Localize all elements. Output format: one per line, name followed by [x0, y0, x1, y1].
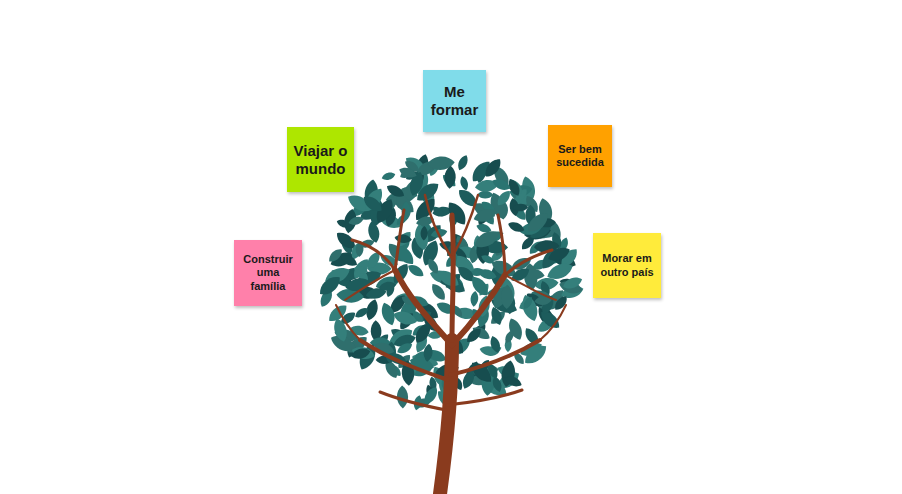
leaf: [395, 341, 414, 356]
leaf: [519, 293, 541, 324]
leaf: [350, 347, 372, 361]
leaf: [394, 233, 412, 244]
leaf: [423, 343, 434, 362]
leaf: [339, 252, 360, 269]
leaf: [477, 191, 493, 199]
leaf: [326, 246, 344, 264]
note-text: Me formar: [428, 83, 481, 119]
leaf: [468, 273, 492, 299]
leaf: [459, 175, 470, 191]
leaf: [456, 154, 470, 172]
leaf: [503, 329, 516, 345]
leaf: [444, 166, 456, 190]
leaf: [472, 227, 502, 252]
leaf: [524, 209, 552, 236]
leaf: [381, 171, 397, 182]
leaf: [472, 206, 498, 225]
leaf: [489, 305, 505, 326]
leaf: [488, 335, 502, 355]
leaf: [431, 204, 446, 218]
leaf: [552, 294, 570, 313]
leaf: [398, 165, 418, 180]
leaf: [353, 305, 370, 320]
leaf: [491, 176, 513, 192]
leaf: [435, 267, 462, 290]
leaf: [521, 295, 534, 311]
sticky-note: Me formar: [423, 70, 486, 132]
leaf: [537, 308, 563, 332]
leaf: [494, 188, 513, 208]
leaf: [360, 193, 384, 215]
note-text: Ser bem sucedida: [553, 143, 607, 169]
tree-branches: [336, 195, 566, 494]
sticky-note: Ser bem sucedida: [548, 125, 612, 187]
leaf: [545, 260, 576, 283]
leaf: [353, 265, 369, 275]
leaf: [513, 203, 529, 211]
leaf: [331, 317, 349, 343]
leaf: [406, 262, 426, 279]
leaf: [378, 280, 397, 292]
leaf: [507, 220, 526, 234]
leaf: [561, 275, 583, 291]
leaf: [521, 341, 550, 368]
note-text: Viajar o mundo: [292, 142, 349, 178]
leaf: [482, 156, 504, 180]
leaf: [348, 215, 365, 227]
leaf: [491, 375, 504, 393]
note-text: Morar em outro país: [598, 252, 656, 278]
leaf: [421, 385, 440, 407]
leaf: [470, 291, 479, 307]
leaf: [503, 374, 523, 389]
leaf: [420, 226, 428, 241]
sticky-note: Morar em outro país: [593, 233, 661, 298]
leaf: [392, 308, 419, 327]
leaf: [480, 253, 496, 266]
leaf: [501, 285, 514, 310]
note-text: Construir uma família: [239, 253, 297, 293]
sticky-note: Viajar o mundo: [287, 127, 354, 192]
leaf: [546, 244, 572, 264]
sticky-note: Construir uma família: [234, 240, 302, 306]
